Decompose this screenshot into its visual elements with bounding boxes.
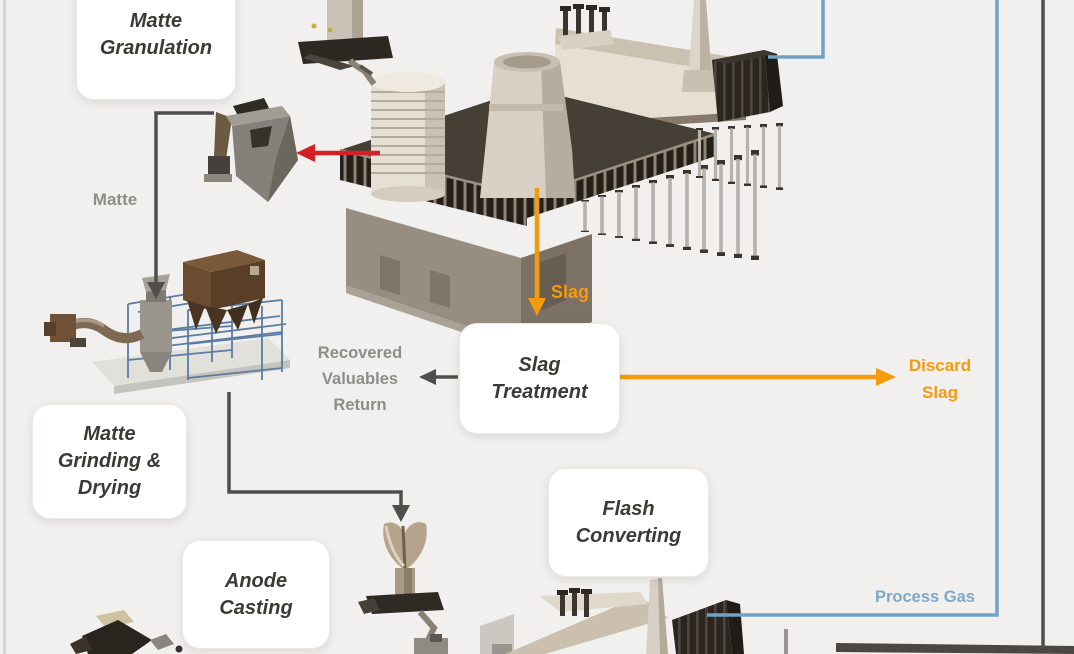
recovered-valuables-line2: Valuables [321, 370, 399, 388]
discard-slag-label: Discard Slag [880, 352, 1000, 406]
anode-casting-machine [70, 610, 183, 654]
matte-granulation-unit [204, 98, 298, 202]
process-gas-label: Process Gas [875, 588, 975, 606]
discard-slag-line2: Slag [922, 383, 958, 402]
feed-conveyor [44, 314, 145, 347]
matte-grinding-drying-plant [44, 250, 290, 394]
matte-flow-line [154, 111, 214, 284]
grinding-to-converting-line [227, 392, 403, 507]
process-box-label-line: Converting [575, 524, 682, 547]
process-box-anode-casting: Anode Casting [182, 540, 330, 649]
matte-flow-arrowhead [147, 282, 165, 299]
spire-tower [682, 0, 718, 92]
process-box-label-line: Drying [77, 477, 142, 499]
process-box-label-line: Granulation [99, 37, 213, 59]
baghouse-filter [183, 250, 265, 334]
process-box-label-line: Slag [518, 353, 561, 376]
process-box-label-line: Matte [83, 423, 136, 445]
process-box-matte-granulation: Matte Granulation [76, 0, 236, 100]
process-box-label-line: Flash [602, 497, 655, 520]
tapping-launder [298, 0, 393, 86]
process-gas-line-converter [707, 0, 999, 617]
recovered-valuables-arrowhead [419, 369, 436, 385]
ribbed-tank [371, 72, 445, 202]
process-box-label-line: Treatment [491, 380, 588, 403]
boiler-chimney-stack [558, 4, 614, 50]
electrostatic-precipitator [712, 50, 783, 122]
grinding-to-converting-arrowhead [392, 505, 410, 522]
concentrate-burner-funnel [358, 522, 448, 654]
uptake-shaft [480, 52, 575, 198]
flash-converting-furnace [480, 578, 788, 654]
grinding-mill [140, 274, 172, 372]
process-box-label-line: Anode [224, 569, 288, 592]
process-box-matte-grinding-drying: Matte Grinding & Drying [32, 404, 187, 519]
discard-slag-arrowhead [876, 368, 896, 386]
discard-slag-line1: Discard [908, 356, 972, 375]
process-box-flash-converting: Flash Converting [548, 468, 709, 577]
frame-border-left [3, 0, 6, 654]
recovered-valuables-line1: Recovered [317, 344, 403, 362]
converter-chimney-stack [557, 588, 592, 617]
slag-flow-label: Slag [551, 282, 590, 302]
process-box-label-line: Casting [219, 596, 293, 619]
building-edge-bottom-right [836, 643, 1074, 654]
slag-flow-arrowhead [528, 298, 546, 316]
process-box-label-line: Grinding & [57, 450, 162, 472]
process-box-slag-treatment: Slag Treatment [459, 323, 620, 434]
matte-tap-arrowhead [296, 144, 315, 162]
matte-flow-label: Matte [92, 190, 138, 209]
recovered-valuables-label: Recovered Valuables Return [300, 340, 420, 418]
recovered-valuables-line3: Return [333, 396, 387, 414]
process-gas-line-smelter [768, 0, 825, 59]
process-box-label-line: Matte [129, 10, 183, 32]
